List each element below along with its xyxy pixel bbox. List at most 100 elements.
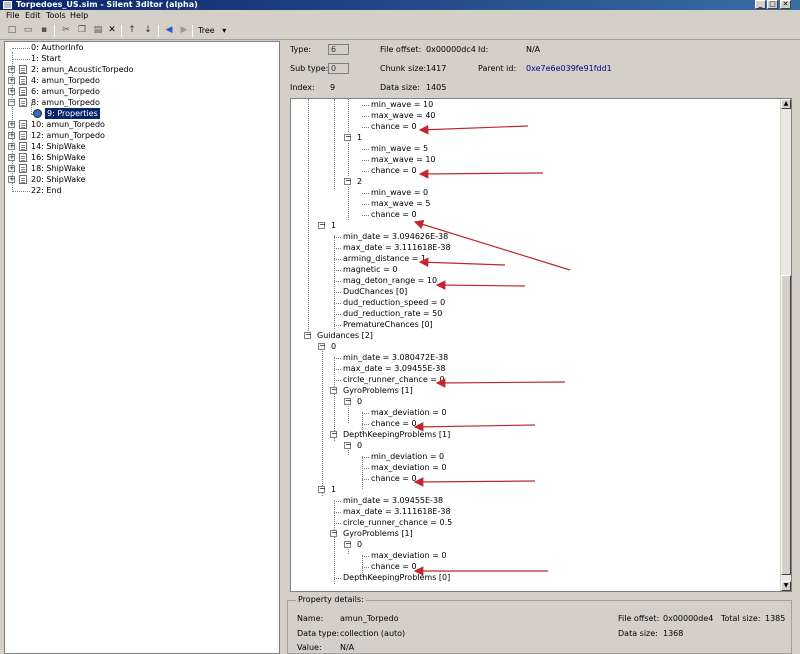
tree-node[interactable]: chance = 0 [291, 418, 781, 429]
tree-item[interactable]: + 4: amun_Torpedo [5, 75, 275, 86]
tree-node[interactable]: arming_distance = 1 [291, 253, 781, 264]
collapse-icon[interactable]: − [344, 132, 352, 141]
expand-icon[interactable]: + [8, 131, 15, 139]
view-mode-select[interactable]: Tree ▾ [198, 26, 226, 35]
cut-icon[interactable]: ✂ [62, 25, 70, 35]
collapse-icon[interactable]: − [344, 440, 352, 449]
minimize-button[interactable]: _ [755, 0, 766, 9]
tree-node[interactable]: max_date = 3.09455E-38 [291, 363, 781, 374]
save-icon[interactable]: ▪ [40, 25, 48, 35]
tree-item[interactable]: 1: Start [5, 53, 275, 64]
tree-item[interactable]: + 16: ShipWake [5, 152, 275, 163]
tree-node[interactable]: mag_deton_range = 10 [291, 275, 781, 286]
tree-node[interactable]: −1 [291, 132, 781, 143]
collapse-icon[interactable]: − [304, 330, 312, 339]
tree-node[interactable]: PrematureChances [0] [291, 319, 781, 330]
panel-splitter[interactable] [280, 41, 285, 654]
move-down-icon[interactable]: ↓ [144, 25, 152, 35]
tree-node[interactable]: −Guidances [2] [291, 330, 781, 341]
collapse-icon[interactable]: − [318, 341, 326, 350]
expand-icon[interactable]: + [8, 87, 15, 95]
expand-icon[interactable]: + [8, 142, 15, 150]
forward-icon[interactable]: ▶ [180, 25, 188, 35]
expand-icon[interactable]: + [8, 164, 15, 172]
tree-node[interactable]: DepthKeepingProblems [0] [291, 572, 781, 583]
tree-node[interactable]: −DepthKeepingProblems [1] [291, 429, 781, 440]
collapse-icon[interactable]: − [318, 220, 326, 229]
tree-node[interactable]: max_date = 3.111618E-38 [291, 242, 781, 253]
copy-icon[interactable]: ❐ [77, 25, 87, 35]
tree-node[interactable]: min_wave = 10 [291, 99, 781, 110]
tree-item[interactable]: + 6: amun_Torpedo [5, 86, 275, 97]
collapse-icon[interactable]: − [318, 484, 326, 493]
tree-node[interactable]: max_deviation = 0 [291, 462, 781, 473]
menu-tools[interactable]: Tools [46, 11, 66, 20]
collapse-icon[interactable]: − [330, 429, 338, 438]
expand-icon[interactable]: + [8, 175, 15, 183]
scrollbar-thumb[interactable] [781, 275, 791, 575]
tree-item[interactable]: + 12: amun_Torpedo [5, 130, 275, 141]
document-tree[interactable]: 0: AuthorInfo 1: Start + 2: amun_Acousti… [4, 41, 280, 654]
tree-node[interactable]: −0 [291, 440, 781, 451]
expand-icon[interactable]: + [8, 153, 15, 161]
tree-node[interactable]: min_wave = 5 [291, 143, 781, 154]
tree-node[interactable]: min_date = 3.09455E-38 [291, 495, 781, 506]
scroll-down-icon[interactable]: ▼ [781, 581, 791, 591]
tree-node[interactable]: chance = 0 [291, 561, 781, 572]
tree-node[interactable]: max_deviation = 0 [291, 407, 781, 418]
collapse-icon[interactable]: − [344, 396, 352, 405]
tree-item[interactable]: + 2: amun_AcousticTorpedo [5, 64, 275, 75]
tree-node[interactable]: chance = 0 [291, 473, 781, 484]
collapse-icon[interactable]: − [344, 176, 352, 185]
close-button[interactable]: ✕ [780, 0, 791, 9]
tree-node[interactable]: −0 [291, 396, 781, 407]
tree-item[interactable]: + 18: ShipWake [5, 163, 275, 174]
tree-node[interactable]: −0 [291, 539, 781, 550]
tree-node[interactable]: min_date = 3.094626E-38 [291, 231, 781, 242]
tree-node[interactable]: max_deviation = 0 [291, 550, 781, 561]
tree-item-selected[interactable]: 9: Properties [5, 108, 275, 119]
tree-item[interactable]: + 10: amun_Torpedo [5, 119, 275, 130]
tree-node[interactable]: −1 [291, 484, 781, 495]
move-up-icon[interactable]: ↑ [128, 25, 136, 35]
tree-node[interactable]: −2 [291, 176, 781, 187]
tree-node[interactable]: dud_reduction_rate = 50 [291, 308, 781, 319]
tree-node[interactable]: min_deviation = 0 [291, 451, 781, 462]
tree-item[interactable]: − 8: amun_Torpedo [5, 97, 275, 108]
tree-node[interactable]: DudChances [0] [291, 286, 781, 297]
collapse-icon[interactable]: − [344, 539, 352, 548]
open-folder-icon[interactable]: ▭ [23, 25, 33, 35]
tree-node[interactable]: circle_runner_chance = 0.5 [291, 517, 781, 528]
collapse-icon[interactable]: − [330, 528, 338, 537]
collapse-icon[interactable]: − [330, 385, 338, 394]
tree-node[interactable]: chance = 0 [291, 165, 781, 176]
tree-node[interactable]: magnetic = 0 [291, 264, 781, 275]
tree-node[interactable]: min_date = 3.080472E-38 [291, 352, 781, 363]
parent-id-link[interactable]: 0xe7e6e039fe91fdd1 [526, 64, 612, 73]
tree-node[interactable]: min_wave = 0 [291, 187, 781, 198]
maximize-button[interactable]: □ [767, 0, 778, 9]
tree-node[interactable]: circle_runner_chance = 0 [291, 374, 781, 385]
delete-icon[interactable]: ✕ [108, 25, 116, 35]
back-icon[interactable]: ◀ [165, 25, 173, 35]
tree-item[interactable]: 0: AuthorInfo [5, 42, 275, 53]
vertical-scrollbar[interactable]: ▲ ▼ [780, 99, 791, 591]
tree-node[interactable]: −0 [291, 341, 781, 352]
tree-node[interactable]: max_wave = 5 [291, 198, 781, 209]
menu-file[interactable]: File [6, 11, 20, 20]
tree-node[interactable]: chance = 0 [291, 209, 781, 220]
new-file-icon[interactable]: □ [7, 25, 17, 35]
menu-help[interactable]: Help [70, 11, 89, 20]
tree-node[interactable]: max_wave = 10 [291, 154, 781, 165]
paste-icon[interactable]: ▤ [93, 25, 103, 35]
tree-node[interactable]: −GyroProblems [1] [291, 528, 781, 539]
expand-icon[interactable]: + [8, 76, 15, 84]
tree-node[interactable]: dud_reduction_speed = 0 [291, 297, 781, 308]
tree-item[interactable]: + 14: ShipWake [5, 141, 275, 152]
menu-edit[interactable]: Edit [25, 11, 41, 20]
tree-node[interactable]: max_date = 3.111618E-38 [291, 506, 781, 517]
tree-item[interactable]: 22: End [5, 185, 275, 196]
tree-node[interactable]: −GyroProblems [1] [291, 385, 781, 396]
scroll-up-icon[interactable]: ▲ [781, 99, 791, 109]
